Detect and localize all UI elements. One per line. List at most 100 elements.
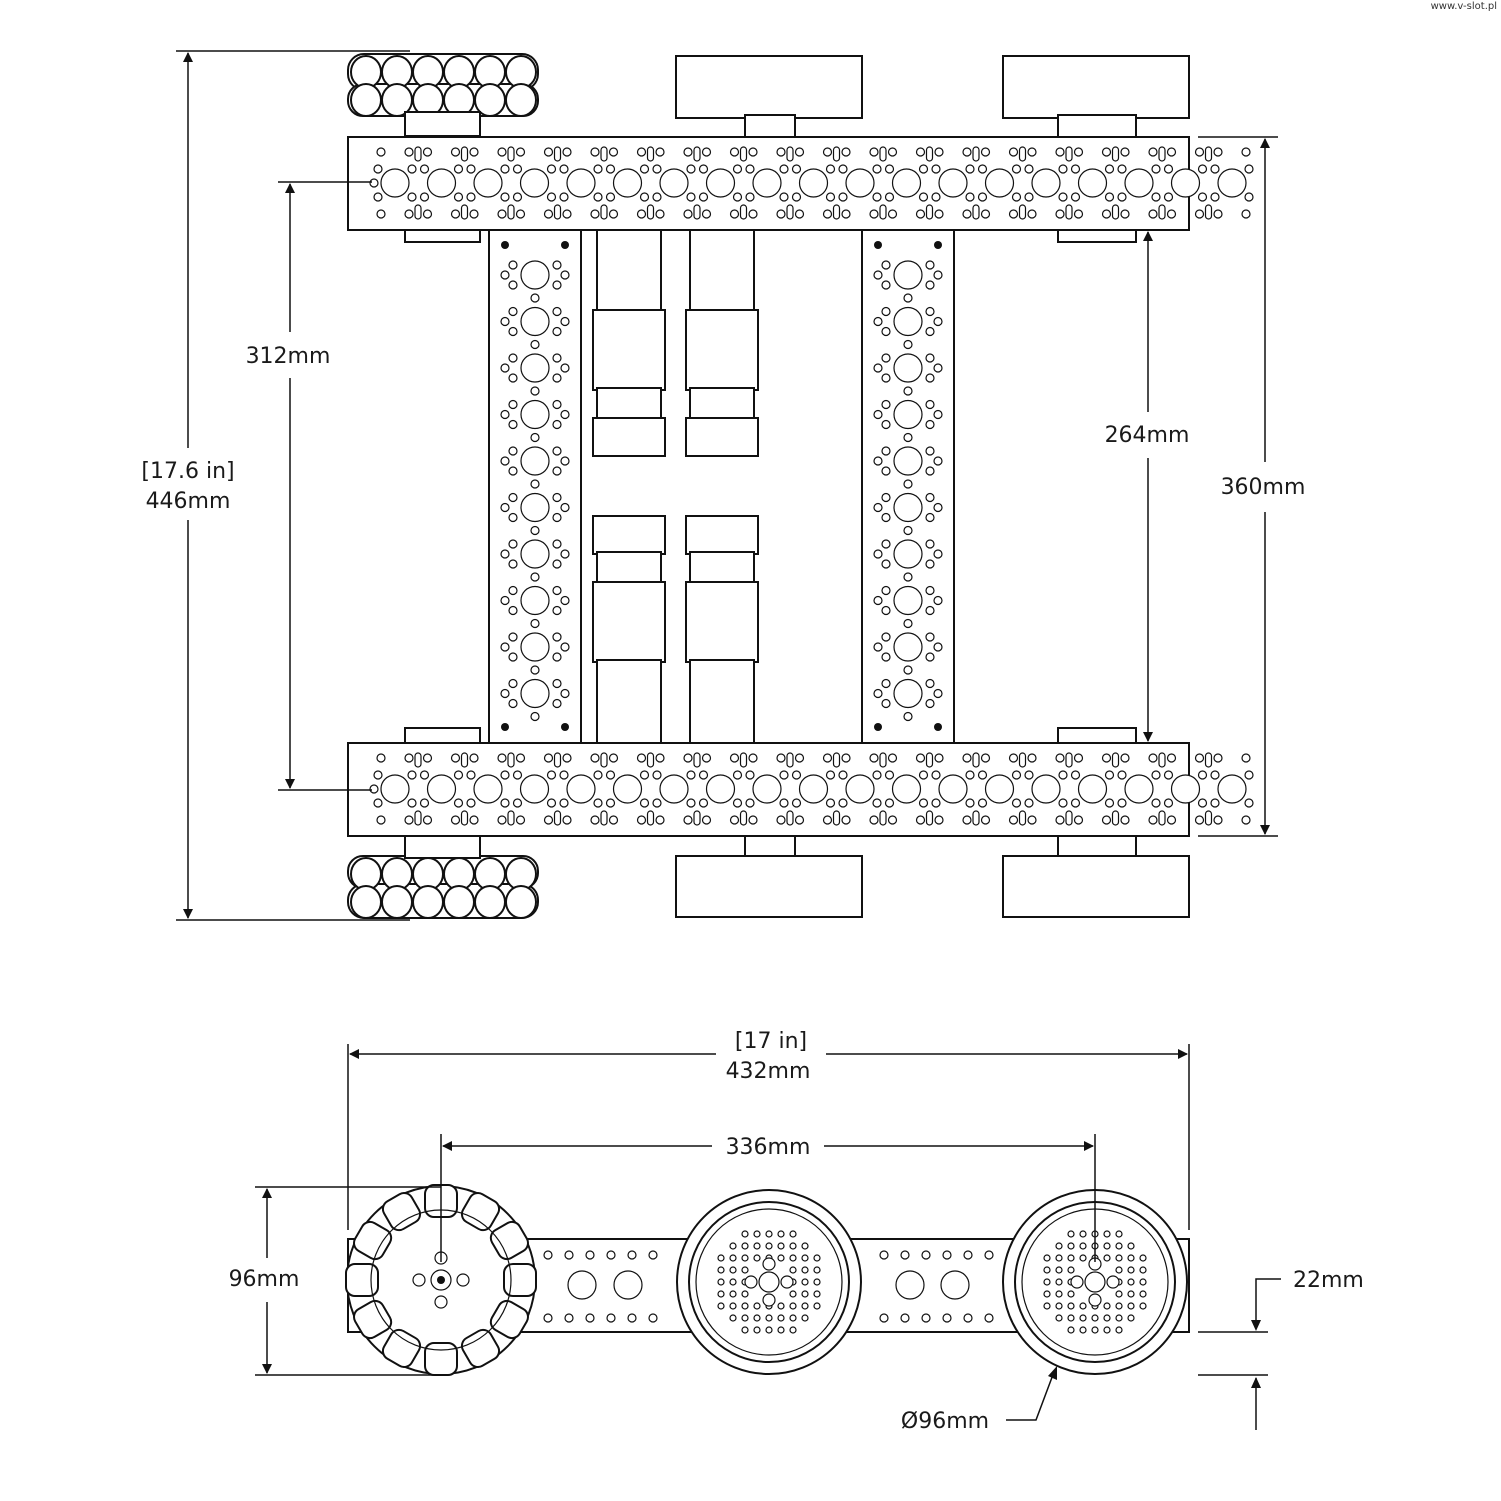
- plate-small-hole: [508, 632, 518, 642]
- plate-large-hole: [893, 632, 923, 662]
- channel-small-hole: [590, 753, 600, 763]
- channel-large-hole: [1077, 774, 1108, 804]
- plate-small-hole: [933, 595, 943, 606]
- side-large-hole: [613, 1270, 643, 1300]
- channel-small-hole: [422, 753, 433, 763]
- channel-small-hole: [407, 770, 417, 780]
- plate-small-hole: [881, 419, 891, 430]
- channel-small-hole: [469, 209, 479, 219]
- wheel-hole: [1127, 1254, 1135, 1262]
- channel-slot: [600, 146, 608, 162]
- wheel-hole: [1043, 1302, 1051, 1310]
- plate-small-hole: [500, 363, 510, 373]
- channel-slot: [1065, 810, 1073, 826]
- omni-roller: [489, 1220, 529, 1261]
- omni-hub-center: [437, 1276, 445, 1284]
- channel-slot: [1204, 752, 1213, 768]
- plate-small-hole: [881, 306, 891, 317]
- channel-small-hole: [466, 798, 476, 808]
- plate-small-hole: [873, 688, 883, 699]
- channel-large-hole: [1031, 168, 1061, 198]
- wheel-hole: [801, 1314, 809, 1322]
- channel-small-hole: [791, 164, 802, 174]
- wheel-hole: [1139, 1278, 1147, 1286]
- wheel-hole: [1103, 1326, 1111, 1334]
- channel-small-hole: [918, 798, 929, 808]
- plate-small-hole: [530, 525, 540, 536]
- channel-small-hole: [686, 192, 696, 202]
- channel-small-hole: [450, 815, 461, 825]
- plate-large-hole: [893, 260, 923, 290]
- channel-small-hole: [686, 798, 696, 808]
- channel-small-hole: [1027, 209, 1037, 219]
- plate-small-hole: [560, 502, 570, 513]
- channel-small-hole: [1244, 770, 1254, 780]
- channel-small-hole: [515, 753, 526, 763]
- wheel-hole: [1067, 1242, 1075, 1250]
- channel-slot: [507, 204, 515, 220]
- plate-large-hole: [520, 678, 550, 709]
- channel-small-hole: [500, 164, 510, 174]
- channel-large-hole: [938, 774, 968, 804]
- channel-small-hole: [1055, 815, 1065, 825]
- channel-small-hole: [469, 147, 479, 157]
- plate-small-hole: [881, 353, 891, 363]
- channel-small-hole: [977, 770, 988, 780]
- channel-small-hole: [1008, 209, 1019, 219]
- plate-small-hole: [903, 525, 913, 536]
- channel-small-hole: [453, 770, 464, 780]
- channel-small-hole: [512, 770, 523, 780]
- channel-slot: [1065, 204, 1073, 220]
- channel-small-hole: [825, 192, 836, 202]
- channel-slot: [460, 752, 469, 768]
- wheel-hole: [1043, 1254, 1051, 1262]
- plate-small-hole: [873, 456, 883, 466]
- plate-small-hole: [552, 605, 562, 616]
- plate-small-hole: [552, 353, 562, 363]
- wheel-hole: [1115, 1266, 1123, 1274]
- side-hole: [942, 1250, 952, 1260]
- channel-small-hole: [1151, 164, 1161, 174]
- channel-large-hole: [845, 168, 875, 198]
- plate-small-hole: [925, 446, 935, 456]
- plate-small-hole: [925, 632, 935, 642]
- plate-small-hole: [552, 678, 562, 689]
- wheel-hole: [753, 1254, 761, 1262]
- wheel-hole: [1103, 1242, 1111, 1250]
- channel-small-hole: [776, 753, 786, 763]
- channel-small-hole: [453, 798, 464, 808]
- plate-small-hole: [881, 605, 891, 616]
- wheel-hole: [717, 1302, 725, 1310]
- plate-small-hole: [925, 419, 935, 430]
- channel-small-hole: [701, 147, 712, 157]
- channel-large-hole: [380, 774, 410, 804]
- side-hole: [564, 1250, 574, 1260]
- channel-large-hole: [984, 168, 1015, 198]
- channel-slot: [832, 810, 841, 826]
- channel-small-hole: [1210, 798, 1220, 808]
- omni-roller: [345, 1263, 379, 1297]
- plate-small-hole: [933, 549, 943, 559]
- plate-small-hole: [560, 316, 570, 327]
- channel-small-hole: [1008, 815, 1019, 825]
- channel-small-hole: [419, 770, 430, 780]
- plate-small-hole: [925, 466, 935, 476]
- channel-small-hole: [543, 147, 554, 157]
- channel-small-hole: [1101, 815, 1112, 825]
- plate-small-hole: [530, 432, 540, 443]
- plate-small-hole: [881, 260, 891, 270]
- wheel-hole: [741, 1290, 749, 1298]
- channel-small-hole: [1197, 770, 1208, 780]
- plate-small-hole: [508, 419, 518, 430]
- channel-small-hole: [1194, 209, 1205, 219]
- channel-small-hole: [546, 770, 557, 780]
- wheel-hole: [1127, 1242, 1135, 1250]
- plate-large-hole: [520, 399, 550, 430]
- channel-small-hole: [1241, 753, 1251, 763]
- plate-small-hole: [560, 270, 570, 280]
- plate-small-hole: [933, 409, 943, 420]
- omni-roller: [424, 1342, 458, 1376]
- wheel-hub-bolt: [762, 1293, 776, 1307]
- plate-small-hole: [925, 539, 935, 549]
- side-hole: [900, 1313, 910, 1323]
